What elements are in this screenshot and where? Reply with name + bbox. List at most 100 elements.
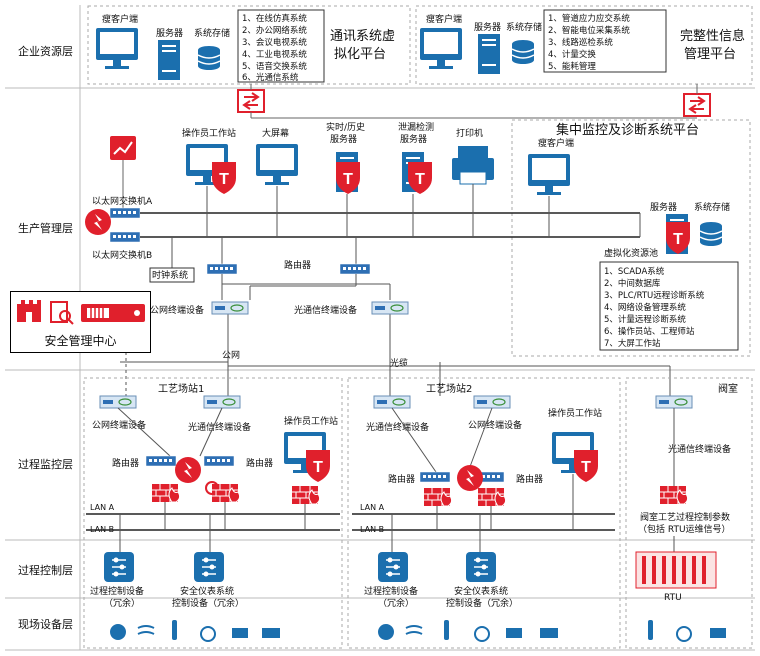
s2-public-term-label: 公网终端设备	[468, 419, 522, 431]
ent-left-list-item: 4、工业电视系统	[242, 49, 307, 60]
s1-public-term-label: 公网终端设备	[92, 419, 146, 431]
ethernet-switch-a-icon	[109, 207, 141, 219]
layer-production: 生产管理层	[18, 221, 73, 235]
castle-icon	[17, 300, 41, 322]
firewall-icon	[211, 483, 241, 503]
pressure-gauge-icon	[474, 626, 490, 642]
ent-right-list: 1、管道应力应交系统 2、智能电位采集系统 3、线路巡检系统 4、计量交换 5、…	[548, 13, 630, 72]
vr-field-devices	[648, 620, 726, 642]
prod-optical-term-label: 光通信终端设备	[294, 304, 357, 316]
optical-terminal-icon	[371, 301, 409, 315]
ent-right-list-item: 1、管道应力应交系统	[548, 13, 630, 24]
security-badge-icon	[85, 209, 111, 235]
ethernet-switch-b-icon	[109, 231, 141, 243]
ent-right-title-1: 完整性信息	[680, 28, 745, 44]
s1-sis-label-2: 控制设备（冗余）	[172, 597, 244, 609]
platform-list-item: 2、中间数据库	[604, 278, 661, 289]
switch-a-label: 以太网交换机A	[92, 195, 153, 207]
layer-process-monitor: 过程监控层	[18, 457, 73, 471]
monitor-platform-title: 集中监控及诊断系统平台	[556, 122, 699, 138]
thermometer-icon	[648, 620, 653, 640]
platform-list: 1、SCADA系统 2、中间数据库 3、PLC/RTU远程诊断系统 4、网络设备…	[604, 266, 705, 349]
s2-optical-term-label: 光通信终端设备	[366, 421, 429, 433]
security-badge-icon	[175, 457, 201, 483]
firewall-icon	[151, 483, 181, 503]
optical-terminal-icon	[655, 395, 693, 409]
virtual-pool-label: 虚拟化资源池	[604, 247, 658, 259]
s2-router-right-label: 路由器	[516, 473, 543, 485]
valve-icon	[506, 628, 522, 638]
valve-icon	[232, 628, 248, 638]
process-controller-icon	[103, 551, 135, 583]
storage-icon	[699, 221, 723, 247]
s2-lan-a-label: LAN A	[360, 503, 385, 512]
fan-icon	[378, 624, 394, 640]
security-shield-icon	[212, 162, 236, 194]
prod-rt-server-label-2: 服务器	[330, 133, 357, 145]
layer-process-control: 过程控制层	[18, 563, 73, 577]
prod-public-term-label: 公网终端设备	[150, 304, 204, 316]
thin-client-icon	[420, 28, 462, 69]
top-links	[250, 84, 698, 119]
ent-left-list-item: 5、语音交换系统	[242, 61, 307, 72]
s2-ctrl-label-1: 过程控制设备	[364, 585, 418, 597]
server-icon	[478, 34, 500, 74]
public-network-terminal-icon	[211, 301, 249, 315]
analytics-icon	[110, 136, 136, 160]
monitor-platform-box	[511, 119, 751, 357]
s1-lan-drops	[119, 502, 306, 552]
valve-room-title: 阀室	[718, 382, 738, 395]
platform-server-label: 服务器	[650, 201, 677, 213]
firewall-icon	[291, 485, 321, 505]
ent-right-list-item: 5、能耗管理	[548, 61, 596, 72]
safety-system-controller-icon	[193, 551, 225, 583]
station1-title: 工艺场站1	[158, 382, 204, 395]
s1-ctrl-label-1: 过程控制设备	[90, 585, 144, 597]
s1-lan-a-label: LAN A	[90, 503, 115, 512]
rtu-label: RTU	[664, 593, 682, 603]
station2-title: 工艺场站2	[426, 382, 472, 395]
platform-storage-label: 系统存储	[694, 201, 730, 213]
s1-sis-label-1: 安全仪表系统	[180, 585, 234, 597]
firewall-icon	[423, 487, 453, 507]
s2-sis-label-1: 安全仪表系统	[454, 585, 508, 597]
prod-rt-server-label-1: 实时/历史	[326, 121, 365, 133]
valve-icon	[710, 628, 726, 638]
station2-box	[347, 377, 621, 649]
gateway-icon	[683, 93, 711, 117]
layer-enterprise: 企业资源层	[18, 44, 73, 58]
fiber-label: 光缆	[390, 357, 408, 369]
big-screen-icon	[256, 144, 298, 185]
production-drops	[171, 184, 641, 268]
firewall-icon	[477, 487, 507, 507]
appliance-icon	[81, 304, 145, 322]
public-network-label: 公网	[222, 350, 240, 361]
security-center-icons	[17, 300, 145, 325]
enterprise-left-group: 瘦客户端 服务器 系统存储 1、在线仿真系统 2、办公网络系统 3、会议电视系统…	[87, 5, 411, 85]
ent-left-list: 1、在线仿真系统 2、办公网络系统 3、会议电视系统 4、工业电视系统 5、语音…	[242, 13, 307, 83]
vr-param-label-2: （包括 RTU运维信号）	[638, 523, 731, 535]
thermometer-icon	[172, 620, 177, 640]
server-icon	[158, 40, 180, 80]
security-center-label: 安全管理中心	[44, 334, 117, 348]
rtu-rack-icon	[635, 551, 717, 589]
router-icon	[206, 263, 238, 275]
s2-ctrl-label-2: （冗余）	[378, 597, 414, 609]
enterprise-right-group: 瘦客户端 服务器 系统存储 1、管道应力应交系统 2、智能电位采集系统 3、线路…	[415, 5, 753, 85]
fan-icon	[110, 624, 126, 640]
s1-links	[117, 407, 223, 457]
pump-icon	[262, 628, 280, 638]
s2-field-devices	[378, 620, 558, 642]
s1-lan-bus	[86, 513, 340, 531]
s2-links	[391, 407, 493, 473]
prod-leak-server-label-2: 服务器	[400, 133, 427, 145]
platform-client-label: 瘦客户端	[538, 137, 574, 149]
s1-optical-term-label: 光通信终端设备	[188, 421, 251, 433]
platform-list-item: 5、计量远程诊断系统	[604, 314, 686, 325]
pressure-gauge-icon	[676, 626, 692, 642]
platform-list-item: 6、操作员站、工程师站	[604, 326, 695, 337]
optical-terminal-icon	[203, 395, 241, 409]
optical-terminal-icon	[373, 395, 411, 409]
router-icon	[145, 455, 177, 467]
